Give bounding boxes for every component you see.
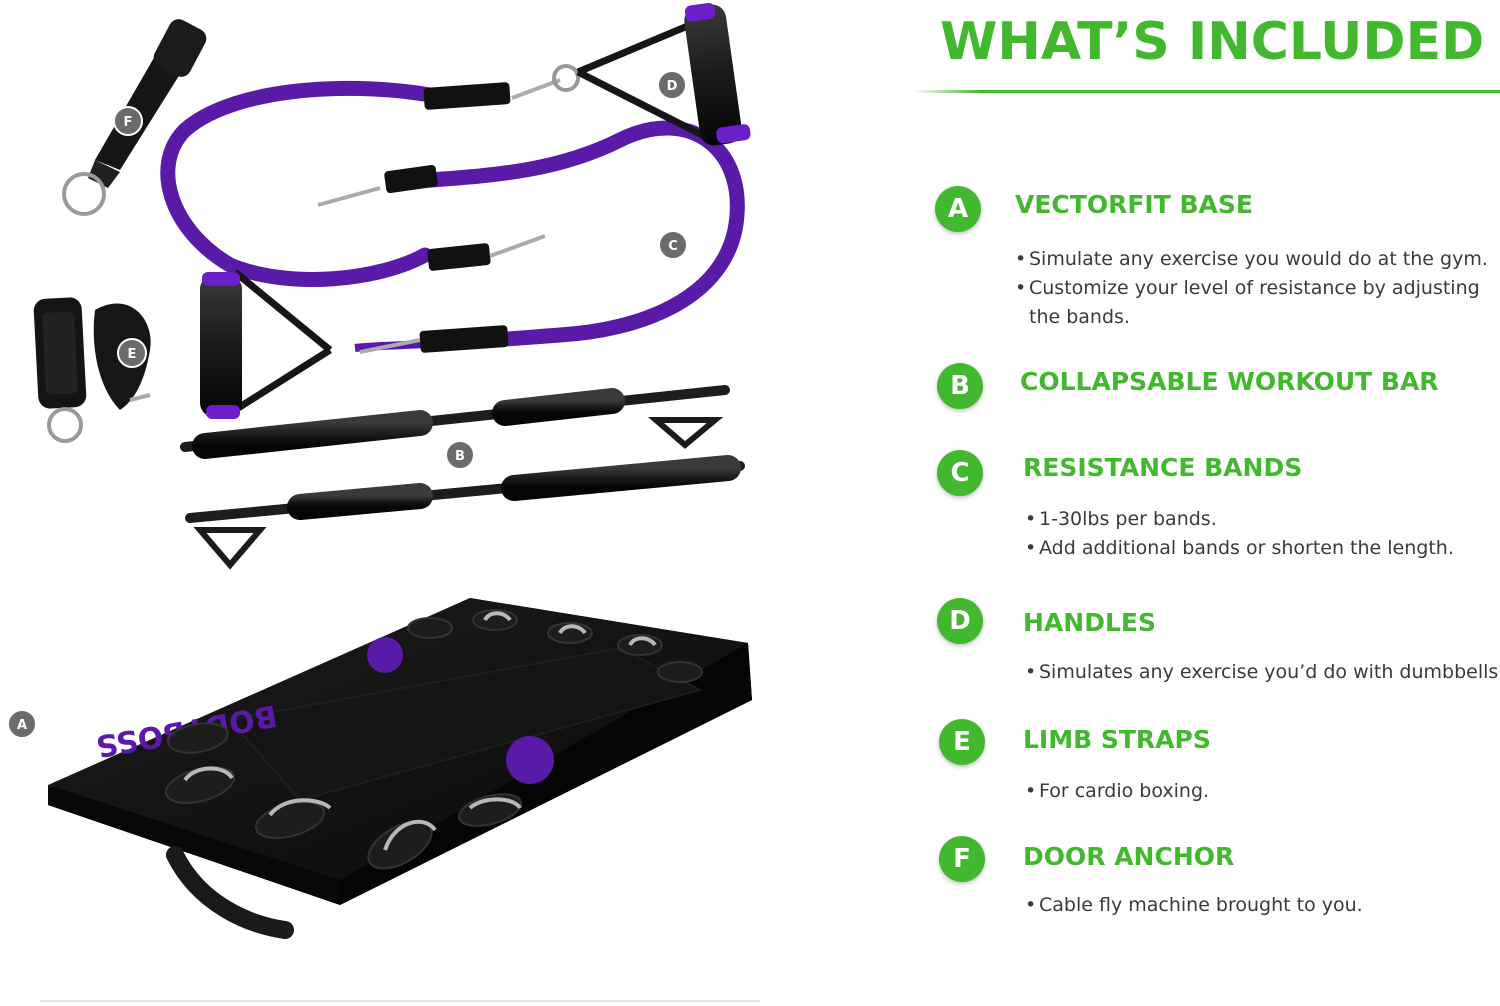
photo-label-e: E (117, 338, 147, 368)
item-a-badge: A (935, 186, 981, 232)
photo-label-a: A (7, 709, 37, 739)
item-d-heading: HANDLES (1023, 608, 1156, 637)
item-d-bullet: Simulates any exercise you’d do with dum… (1025, 658, 1500, 687)
item-f-bullets: Cable fly machine brought to you. (1025, 891, 1363, 920)
item-f-bullet: Cable fly machine brought to you. (1025, 891, 1363, 920)
svg-text:C: C (668, 239, 678, 254)
photo-label-b: B (445, 440, 475, 470)
item-a-bullet: Customize your level of resistance by ad… (1015, 274, 1485, 332)
workout-bar (180, 385, 745, 570)
limb-straps (33, 297, 151, 443)
handle-top (576, 2, 751, 146)
svg-text:A: A (17, 718, 27, 733)
item-c-bullet: 1-30lbs per bands. (1025, 505, 1454, 534)
handle-bottom (200, 269, 333, 419)
item-c-bullets: 1-30lbs per bands. Add additional bands … (1025, 505, 1454, 563)
product-photo: BODYBOSS F (7, 2, 752, 939)
item-d-bullets: Simulates any exercise you’d do with dum… (1025, 658, 1500, 687)
item-e-badge: E (939, 719, 985, 765)
svg-text:D: D (667, 79, 678, 94)
svg-text:F: F (124, 115, 133, 130)
page-title: WHAT’S INCLUDED (940, 12, 1485, 72)
svg-text:B: B (455, 449, 465, 464)
title-underline (912, 90, 1500, 93)
item-f-badge: F (939, 836, 985, 882)
item-b-heading: COLLAPSABLE WORKOUT BAR (1020, 367, 1439, 396)
photo-label-f: F (113, 106, 143, 136)
door-anchor (62, 19, 207, 216)
item-c-bullet: Add additional bands or shorten the leng… (1025, 534, 1454, 563)
item-e-heading: LIMB STRAPS (1023, 725, 1211, 754)
item-c-heading: RESISTANCE BANDS (1023, 453, 1303, 482)
item-b-badge: B (937, 363, 983, 409)
item-c-badge: C (937, 450, 983, 496)
item-e-bullets: For cardio boxing. (1025, 777, 1209, 806)
resistance-band (160, 64, 745, 354)
item-a-heading: VECTORFIT BASE (1015, 190, 1253, 219)
item-a-bullet: Simulate any exercise you would do at th… (1015, 245, 1488, 274)
item-d-badge: D (937, 598, 983, 644)
item-e-bullet: For cardio boxing. (1025, 777, 1209, 806)
item-f-heading: DOOR ANCHOR (1023, 842, 1235, 871)
photo-label-d: D (657, 70, 687, 100)
photo-label-c: C (658, 230, 688, 260)
svg-text:E: E (128, 347, 137, 362)
item-a-bullets: Simulate any exercise you would do at th… (1015, 245, 1488, 332)
bottom-divider (40, 1000, 760, 1002)
vectorfit-base: BODYBOSS (48, 598, 752, 939)
